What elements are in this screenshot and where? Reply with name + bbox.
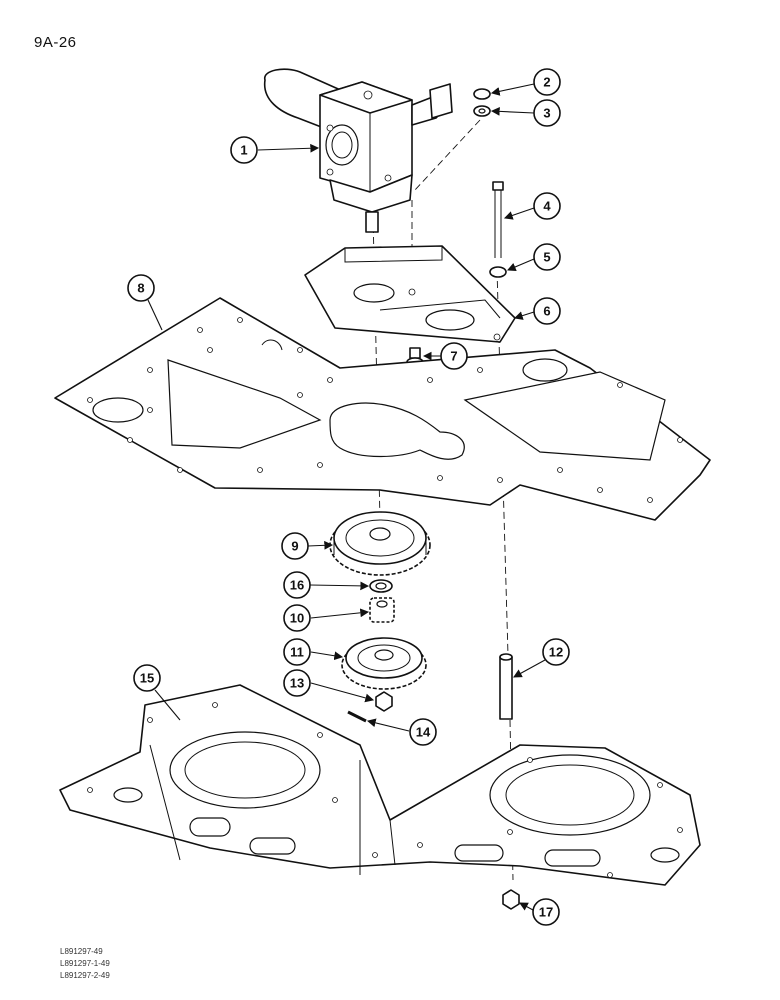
callout-12: 12 (513, 638, 570, 678)
callout-6-label: 6 (543, 304, 550, 319)
hex-nut-part (375, 691, 393, 712)
callout-10: 10 (283, 604, 370, 632)
mounting-bracket-part (304, 245, 516, 343)
lock-nut-part (502, 889, 520, 910)
small-sprocket-part (369, 597, 395, 623)
callout-11: 11 (283, 638, 344, 666)
callout-17: 17 (519, 898, 560, 926)
callout-4: 4 (503, 192, 561, 220)
callout-2-label: 2 (543, 75, 550, 90)
callout-12-label: 12 (549, 645, 563, 660)
pin-part (347, 710, 367, 723)
page-label: 9A-26 (34, 34, 77, 51)
callout-5: 5 (506, 243, 561, 272)
mounting-holes (87, 317, 683, 503)
callout-7: 7 (422, 342, 468, 370)
callout-7-label: 7 (450, 349, 457, 364)
callout-1-label: 1 (240, 143, 247, 158)
drive-sprocket-part (341, 637, 427, 690)
callout-11-label: 11 (290, 645, 304, 660)
large-sprocket-part (329, 511, 431, 576)
callout-4-label: 4 (543, 199, 551, 214)
callout-2: 2 (490, 68, 561, 96)
callout-5-label: 5 (543, 250, 550, 265)
callout-3-label: 3 (543, 106, 550, 121)
callout-17-label: 17 (539, 905, 553, 920)
nut-part (473, 88, 491, 117)
callout-14: 14 (366, 718, 437, 746)
washer-hole (375, 582, 387, 590)
callout-3: 3 (490, 99, 561, 127)
reference-code: L891297-49 (60, 947, 103, 956)
reference-codes: L891297-49 L891297-1-49 L891297-2-49 (60, 946, 110, 982)
callout-8: 8 (127, 274, 163, 331)
callout-10-label: 10 (290, 611, 304, 626)
gearbox-part (264, 68, 453, 233)
callout-15-label: 15 (140, 671, 154, 686)
lower-frame-part (59, 684, 701, 886)
callout-16: 16 (283, 571, 370, 599)
callout-13: 13 (283, 669, 375, 703)
upper-plate-part (54, 297, 711, 521)
callout-14-label: 14 (416, 725, 431, 740)
callout-9: 9 (281, 532, 334, 560)
callout-6: 6 (513, 297, 561, 325)
callout-15: 15 (133, 664, 181, 721)
reference-code: L891297-2-49 (60, 971, 110, 980)
callout-9-label: 9 (291, 539, 298, 554)
spacer-tube-part (499, 653, 513, 720)
callout-1: 1 (230, 136, 320, 164)
callout-8-label: 8 (137, 281, 144, 296)
callout-13-label: 13 (290, 676, 304, 691)
washer-part (489, 266, 507, 278)
reference-code: L891297-1-49 (60, 959, 110, 968)
callout-16-label: 16 (290, 578, 304, 593)
bolt-part (492, 181, 504, 258)
